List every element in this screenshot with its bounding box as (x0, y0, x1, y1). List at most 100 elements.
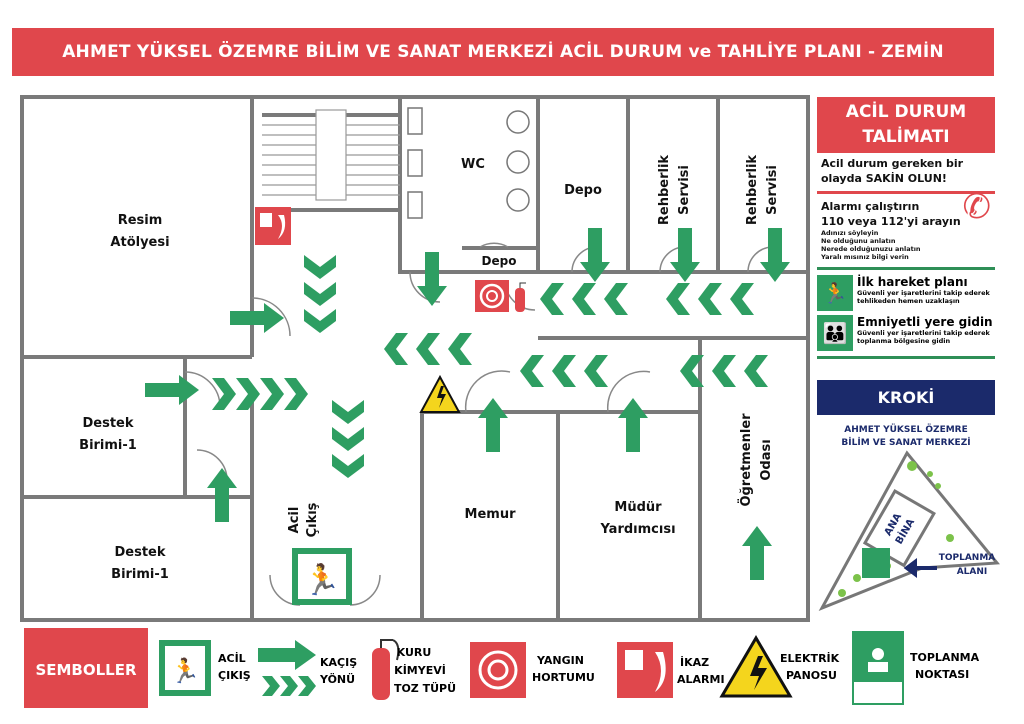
section-title: İlk hareket planı (857, 275, 968, 289)
site-sketch: ANA BİNA TOPLANMA ALANI (818, 450, 1001, 611)
chevron-right-icon (284, 378, 308, 410)
legend-label: ACİL (218, 651, 246, 665)
chevron-down-icon (332, 400, 364, 424)
room-label: Memur (465, 507, 517, 522)
legend-label: KAÇIŞ (320, 656, 357, 669)
legend-label: PANOSU (786, 669, 837, 682)
chevron-down-icon (304, 282, 336, 306)
calm-text: Acil durum gereken bir olayda SAKİN OLUN… (817, 153, 995, 189)
svg-text:🏃: 🏃 (170, 657, 200, 685)
emergency-exit-icon: 🏃 (159, 640, 211, 696)
legend-label: YANGIN (536, 654, 584, 667)
legend-label: ALARMI (677, 673, 725, 686)
room-label: Odası (759, 439, 774, 480)
instructions-panel: ACİL DURUM TALİMATI Acil durum gereken b… (817, 97, 995, 362)
assembly-label: ALANI (957, 567, 988, 577)
assembly-label: TOPLANMA (939, 553, 996, 563)
room-label: Depo (482, 254, 517, 268)
legend-label: KURU (397, 646, 432, 659)
exit-label: Çıkış (305, 502, 320, 537)
text-line: olayda SAKİN OLUN! (821, 172, 947, 185)
chevron-left-icon (416, 333, 440, 365)
exit-label: Acil (287, 507, 302, 534)
legend-label: TOPLANMA (910, 651, 980, 664)
text-line: Nerede olduğunuzu anlatın (821, 245, 921, 253)
chevron-left-icon (384, 333, 408, 365)
room-label: Birimi-1 (111, 567, 169, 582)
arrow-down-icon (417, 252, 447, 306)
legend-label: ELEKTRİK (780, 651, 840, 665)
emergency-exit-icon: 🏃 (817, 275, 853, 311)
instructions-header: ACİL DURUM TALİMATI (817, 97, 995, 153)
room-label: Depo (564, 183, 602, 198)
room-label: Servisi (765, 165, 780, 215)
chevron-left-icon (666, 283, 690, 315)
alarm-section: Alarmı çalıştırın 110 veya 112'yi arayın… (817, 190, 995, 264)
escape-direction-icon (258, 640, 316, 696)
first-move: 🏃 İlk hareket planı Güvenli yer işaretle… (817, 273, 995, 313)
wc-fixtures (407, 107, 530, 219)
chevron-left-icon (604, 283, 628, 315)
text-line: AHMET YÜKSEL ÖZEMRE (844, 425, 968, 435)
chevron-left-icon (744, 355, 768, 387)
legend-label: İKAZ (680, 655, 709, 669)
room-label: Birimi-1 (79, 438, 137, 453)
legend-label: NOKTASI (915, 668, 969, 681)
chevron-down-icon (304, 309, 336, 333)
chevron-left-icon (448, 333, 472, 365)
text-line: 110 veya 112'yi arayın (821, 215, 961, 228)
room-label: Destek (82, 416, 133, 431)
plan-title: AHMET YÜKSEL ÖZEMRE BİLİM VE SANAT MERKE… (12, 28, 994, 76)
header-line: TALİMATI (862, 127, 950, 147)
divider (817, 267, 995, 270)
legend-label: ÇIKIŞ (218, 669, 251, 682)
room-label: Resim (118, 213, 163, 228)
room-label: Servisi (677, 165, 692, 215)
chevron-right-icon (212, 378, 236, 410)
arrow-right-icon (145, 375, 199, 405)
arrow-up-icon (478, 398, 508, 452)
chevron-left-icon (712, 355, 736, 387)
arrow-up-icon (618, 398, 648, 452)
legend-label: KİMYEVİ (394, 663, 446, 677)
room-label: Destek (114, 545, 165, 560)
kroki-name: AHMET YÜKSEL ÖZEMRE BİLİM VE SANAT MERKE… (817, 424, 995, 450)
emergency-exit-icon: 🏃 (292, 548, 352, 605)
fire-alarm-icon (617, 642, 673, 698)
divider (817, 356, 995, 359)
room-label: Atölyesi (110, 235, 169, 250)
fire-hose-icon (470, 642, 526, 698)
fire-extinguisher-icon (515, 282, 526, 312)
text-line: Alarmı çalıştırın (821, 200, 920, 213)
assembly-point-icon: 👪 (817, 315, 853, 351)
chevron-left-icon (572, 283, 596, 315)
stairs (262, 109, 400, 201)
text-line: Yaralı mısınız bilgi verin (821, 253, 909, 261)
section-text: Güvenli yer işaretlerini takip ederek to… (857, 329, 990, 345)
fire-hose-icon (475, 280, 509, 312)
fire-extinguisher-icon (372, 639, 400, 700)
chevron-right-icon (236, 378, 260, 410)
arrow-right-icon (230, 303, 284, 333)
assembly-point-icon (852, 631, 904, 705)
room-label: Rehberlik (745, 155, 760, 226)
chevron-right-icon (260, 378, 284, 410)
text-line: Adınızı söyleyin (821, 229, 879, 237)
text-line: Ne olduğunu anlatın (821, 237, 896, 245)
divider (817, 191, 995, 194)
symbols-legend: SEMBOLLER 🏃 ACİL ÇIKIŞ KAÇIŞ YÖNÜ KURU K… (24, 628, 980, 708)
kroki-header: KROKİ (817, 380, 995, 415)
assembly-point-icon (862, 548, 890, 578)
chevron-left-icon (540, 283, 564, 315)
chevron-down-icon (304, 255, 336, 279)
legend-label: HORTUMU (532, 671, 595, 684)
chevron-left-icon (698, 283, 722, 315)
fire-alarm-icon (255, 207, 291, 245)
room-label: WC (461, 157, 485, 172)
text-line: Acil durum gereken bir (821, 157, 964, 170)
electrical-panel-icon (419, 374, 461, 413)
chevron-left-icon (730, 283, 754, 315)
room-label: Öğretmenler (738, 413, 754, 507)
chevron-down-icon (332, 454, 364, 478)
